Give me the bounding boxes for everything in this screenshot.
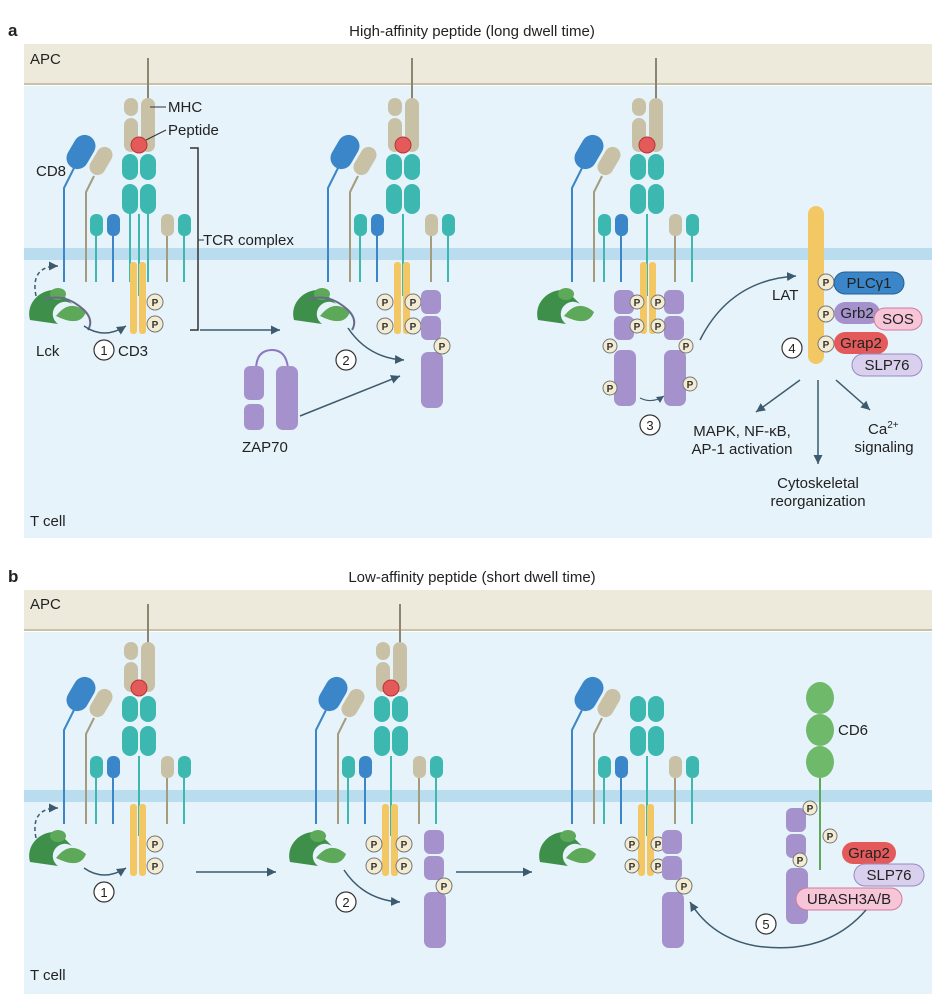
tcr-complex-3a: P P P P P P P P — [537, 58, 797, 406]
tcell-area-a — [24, 86, 932, 538]
svg-text:P: P — [634, 298, 641, 309]
svg-text:P: P — [634, 322, 641, 333]
apc-label-b: APC — [30, 596, 61, 613]
svg-text:P: P — [823, 278, 830, 289]
panel-a-letter: a — [8, 21, 18, 40]
svg-text:2: 2 — [342, 895, 349, 910]
tcell-label-a: T cell — [30, 513, 66, 530]
svg-text:P: P — [410, 322, 417, 333]
svg-text:P: P — [152, 862, 159, 873]
zap70 — [244, 348, 298, 430]
svg-text:P: P — [401, 840, 408, 851]
svg-text:P: P — [655, 862, 662, 873]
svg-text:5: 5 — [762, 917, 769, 932]
svg-text:P: P — [382, 322, 389, 333]
plcg1-label: PLCγ1 — [846, 275, 891, 292]
svg-text:P: P — [823, 310, 830, 321]
grap2-label-a: Grap2 — [840, 335, 882, 352]
svg-text:P: P — [823, 340, 830, 351]
svg-text:P: P — [152, 298, 159, 309]
svg-text:P: P — [683, 342, 690, 353]
ca-label: Ca2+ — [868, 420, 899, 438]
tcell-area-b — [24, 632, 932, 994]
apc-label-a: APC — [30, 51, 61, 68]
step-2a — [335, 349, 357, 371]
svg-text:P: P — [441, 882, 448, 893]
svg-text:P: P — [152, 840, 159, 851]
svg-text:P: P — [371, 862, 378, 873]
panel-b: b Low-affinity peptide (short dwell time… — [8, 567, 932, 994]
slp76-label-b: SLP76 — [866, 867, 911, 884]
svg-text:P: P — [655, 298, 662, 309]
svg-text:P: P — [797, 856, 804, 867]
svg-text:P: P — [807, 804, 814, 815]
step-1a — [93, 339, 115, 361]
svg-text:P: P — [681, 882, 688, 893]
mapk-label-2: AP-1 activation — [692, 441, 793, 458]
svg-text:P: P — [827, 832, 834, 843]
svg-text:2: 2 — [342, 353, 349, 368]
membrane-a — [24, 248, 932, 260]
svg-text:1: 1 — [100, 885, 107, 900]
lck-label: Lck — [36, 343, 60, 360]
panel-b-letter: b — [8, 567, 18, 586]
svg-text:P: P — [607, 384, 614, 395]
cd6-label: CD6 — [838, 722, 868, 739]
svg-text:P: P — [687, 380, 694, 391]
grb2-label: Grb2 — [840, 305, 873, 322]
membrane-b — [24, 790, 932, 802]
panel-b-title: Low-affinity peptide (short dwell time) — [348, 569, 595, 586]
tcr-complex-3b: P P P P P — [539, 676, 699, 948]
sos-label: SOS — [882, 311, 914, 328]
tcr-complex-2b: P P P P P — [289, 604, 453, 948]
tcr-complex-1a: P P — [29, 58, 191, 335]
tcr-bracket — [190, 147, 199, 331]
svg-text:P: P — [629, 840, 636, 851]
svg-text:4: 4 — [788, 341, 795, 356]
cyto-label-2: reorganization — [770, 493, 865, 510]
svg-text:P: P — [371, 840, 378, 851]
step-5b — [755, 913, 777, 935]
svg-text:1: 1 — [100, 343, 107, 358]
apc-band-b — [24, 590, 932, 630]
grap2-label-b: Grap2 — [848, 845, 890, 862]
svg-text:P: P — [439, 342, 446, 353]
svg-text:P: P — [401, 862, 408, 873]
svg-text:P: P — [607, 342, 614, 353]
cd3-label: CD3 — [118, 343, 148, 360]
mapk-label-1: MAPK, NF-κB, — [693, 423, 791, 440]
step-1b — [93, 881, 115, 903]
cyto-label-1: Cytoskeletal — [777, 475, 859, 492]
svg-text:P: P — [410, 298, 417, 309]
tcell-label-b: T cell — [30, 967, 66, 984]
step-3a — [639, 414, 661, 436]
zap70-label: ZAP70 — [242, 439, 288, 456]
cd8-label: CD8 — [36, 163, 66, 180]
peptide-label: Peptide — [168, 122, 219, 139]
slp76-label-a: SLP76 — [864, 357, 909, 374]
ca-signaling-label: signaling — [854, 439, 913, 456]
ubash-label: UBASH3A/B — [807, 891, 891, 908]
lat-complex: P PLCγ1 P Grb2 SOS P Grap2 SLP76 — [808, 206, 923, 377]
svg-text:P: P — [655, 322, 662, 333]
tcr-complex-label: TCR complex — [203, 232, 294, 249]
step-4a — [781, 337, 803, 359]
peptide-dot-1a — [130, 136, 148, 154]
panel-a: a High-affinity peptide (long dwell time… — [8, 21, 932, 538]
svg-text:P: P — [382, 298, 389, 309]
cd6-complex: P P P Grap2 SLP76 UBASH3A/B — [786, 682, 925, 924]
tcr-complex-1b: P P — [29, 604, 191, 877]
panel-a-title: High-affinity peptide (long dwell time) — [349, 23, 595, 40]
apc-band-a — [24, 44, 932, 84]
step-2b — [335, 891, 357, 913]
mhc-label: MHC — [168, 99, 202, 116]
svg-text:P: P — [655, 840, 662, 851]
svg-text:P: P — [629, 862, 636, 873]
svg-text:P: P — [152, 320, 159, 331]
lat-label: LAT — [772, 287, 798, 304]
svg-text:3: 3 — [646, 418, 653, 433]
tcr-complex-2a: P P P P P — [293, 58, 455, 408]
